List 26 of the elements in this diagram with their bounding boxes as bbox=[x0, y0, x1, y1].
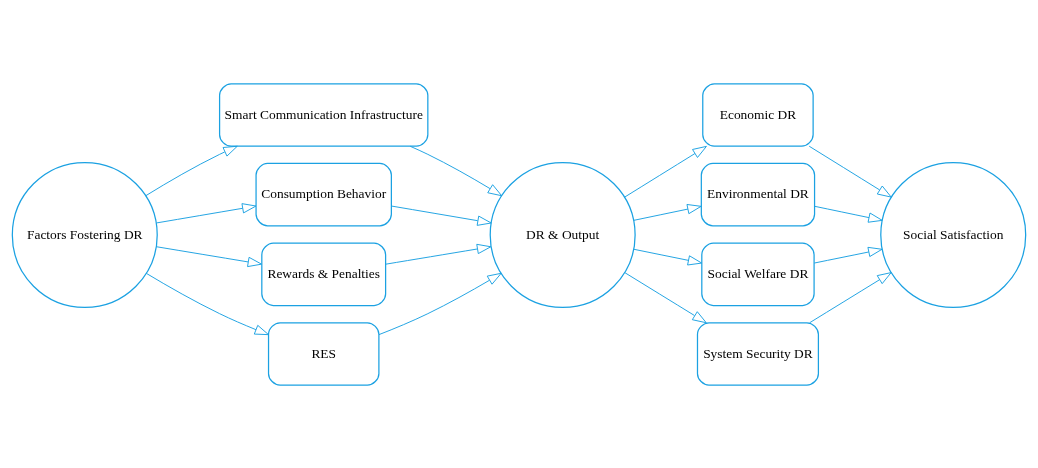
node-box: Social Welfare DR bbox=[701, 242, 815, 306]
arrow bbox=[624, 145, 707, 198]
arrow bbox=[633, 203, 702, 221]
arrow bbox=[633, 248, 703, 265]
node-box: System Security DR bbox=[696, 321, 820, 386]
node-box: RES bbox=[267, 321, 380, 386]
arrow bbox=[814, 205, 883, 223]
arrow bbox=[391, 205, 492, 226]
node-box: Economic DR bbox=[702, 82, 814, 147]
node-box: Rewards & Penalties bbox=[261, 242, 387, 306]
arrow bbox=[813, 246, 883, 264]
node-box: Consumption Behavior bbox=[255, 162, 392, 226]
arrow bbox=[156, 245, 263, 267]
arrow bbox=[409, 145, 503, 196]
arrow bbox=[156, 202, 257, 223]
node-circle: Factors Fostering DR bbox=[11, 161, 158, 308]
node-box: Environmental DR bbox=[700, 162, 816, 226]
arrow bbox=[808, 145, 892, 198]
arrow bbox=[378, 272, 502, 335]
arrow bbox=[385, 243, 492, 265]
arrow bbox=[145, 145, 238, 196]
node-circle: Social Satisfaction bbox=[880, 161, 1027, 308]
arrow bbox=[624, 271, 707, 323]
arrow bbox=[145, 272, 269, 335]
arrow bbox=[809, 271, 892, 323]
node-box: Smart Communication Infrastructure bbox=[218, 82, 429, 147]
